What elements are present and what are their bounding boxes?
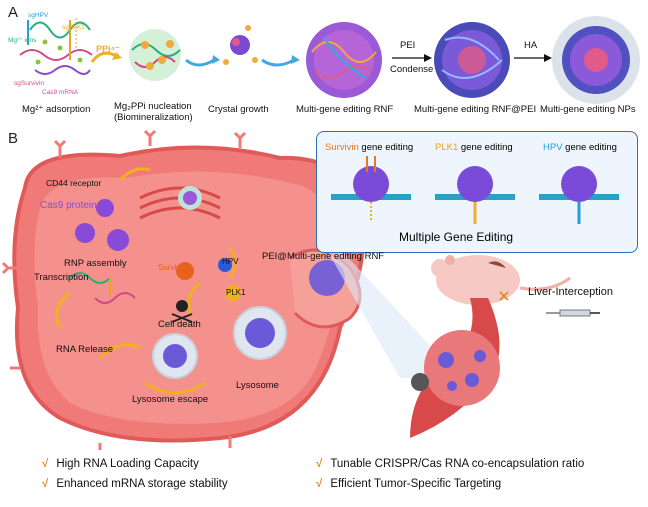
panel-b-artwork [1, 129, 600, 450]
panel-a-artwork [19, 16, 640, 104]
ha-label: HA [524, 40, 538, 51]
plk1-editing-icon [435, 166, 515, 224]
lysosome-label: Lysosome [236, 380, 279, 391]
mg-ions-label: Mg²⁺ ions [8, 37, 37, 44]
sgplk1-label: sgPLK1 [62, 24, 85, 31]
inset-caption: Multiple Gene Editing [399, 230, 514, 244]
inset-label-plk1: PLK1 gene editing [435, 142, 513, 153]
feature-item-1: √High RNA Loading Capacity [42, 458, 199, 470]
inset-label-hpv: HPV gene editing [543, 142, 617, 153]
golgi-icon [139, 186, 221, 220]
pei-rnf-label: PEI@Multi-gene editing RNF [262, 251, 385, 262]
crystal-growth-icon [223, 25, 258, 65]
step-crystal-growth: Crystal growth [208, 104, 269, 115]
step-biomineralization: (Biomineralization) [114, 112, 193, 123]
nucleation-cluster-icon [129, 29, 181, 81]
plk1-target-icon [225, 285, 241, 301]
rna-release-label: RNA Release [56, 344, 114, 355]
nps-icon [552, 16, 640, 104]
inset-label-survivin: Survivin gene editing [325, 142, 414, 153]
survivin-editing-icon [331, 156, 411, 222]
skull-icon [171, 300, 193, 323]
cas9-mrna-label: Cas9 mRNA [42, 89, 79, 96]
vessel-opening-icon [411, 373, 429, 391]
ppi-label: PPi⁴⁻ [96, 44, 120, 54]
hpv-editing-icon [539, 166, 619, 224]
hpv-label: HPV [222, 257, 239, 266]
tumor-tissue-icon [424, 330, 500, 406]
rnf-pei-icon [434, 22, 510, 98]
plk1-label: PLK1 [226, 288, 246, 297]
cell-death-label: Cell death [158, 319, 201, 330]
inset-artwork [331, 156, 619, 224]
hpv-target-icon [218, 258, 232, 272]
sgsurvivin-label: sgSurvivin [14, 80, 44, 87]
condense-label: Condense [390, 64, 434, 75]
survivin-target-icon [176, 262, 194, 280]
step-rnf: Multi-gene editing RNF [296, 104, 394, 115]
cd44-label: CD44 receptor [46, 178, 102, 188]
liver-interception-label: Liver-Interception [528, 286, 613, 298]
step-rnf-pei: Multi-gene editing RNF@PEI [414, 104, 537, 115]
cas9-protein-icon [75, 199, 129, 251]
rnp-assembly-label: RNP assembly [64, 258, 127, 269]
lysosome-escape-label: Lysosome escape [132, 394, 209, 405]
mouse-icon [431, 255, 571, 305]
syringe-icon [546, 309, 600, 317]
cas9-protein-label: Cas9 protein [40, 200, 97, 211]
feature-item-3: √Tunable CRISPR/Cas RNA co-encapsulation… [316, 458, 585, 470]
step-nps: Multi-gene editing NPs [540, 104, 636, 115]
sghpv-label: sgHPV [28, 12, 49, 19]
rna-strands-icon [19, 18, 93, 75]
transcription-label: Transcription [34, 272, 89, 283]
feature-item-2: √Enhanced mRNA storage stability [42, 478, 228, 490]
pei-label: PEI [400, 40, 416, 51]
panel-b-letter: B [8, 130, 19, 147]
panel-a-letter: A [8, 4, 19, 21]
feature-item-4: √Efficient Tumor-Specific Targeting [316, 478, 502, 490]
rnf-nanoflower-icon [306, 22, 382, 98]
survivin-label: Survivin [158, 263, 187, 272]
step-mg-adsorption: Mg²⁺ adsorption [22, 104, 91, 115]
gene-editing-inset: Survivin gene editing PLK1 gene editing … [316, 131, 638, 253]
step-nucleation: Mg₂PPi nucleation [114, 101, 192, 112]
